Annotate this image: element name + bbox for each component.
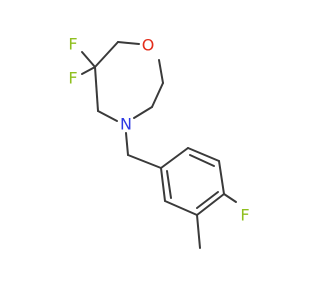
bond-ar-4-5 [196, 193, 225, 216]
bond-cf2-ch2o [94, 41, 119, 68]
bond-ar-2-3 [187, 147, 220, 162]
atom-nitrogen: N [120, 115, 132, 134]
atom-f-lower: F [68, 69, 77, 88]
bond-ch2-aryl [127, 154, 162, 169]
bond-ch2-n [133, 106, 153, 119]
bond-ar-methyl [196, 214, 201, 249]
bond-ar-inner-a [189, 154, 215, 167]
bond-c-f-lower [81, 66, 96, 75]
bond-ar-6-1 [160, 167, 166, 202]
bond-ar-inner-c [166, 170, 172, 199]
molecule-structure-diagram: F F O N F [68, 35, 250, 249]
bond-ch2-ch2 [151, 82, 164, 108]
atom-oxygen: O [142, 36, 155, 55]
benzene-ring-bonds [160, 147, 225, 216]
bond-n-ch2 [97, 110, 118, 122]
bond-ch2-o [117, 41, 140, 45]
bond-o-ch2 [158, 59, 164, 84]
bond-c-f-upper [81, 51, 96, 68]
bond-ar-1-2 [160, 147, 189, 169]
bond-ar-5-6 [164, 200, 198, 216]
bond-n-ch2-benzyl [125, 132, 129, 156]
bond-ar-3-4 [218, 160, 225, 195]
benzyl-linker-bonds [125, 132, 162, 169]
aryl-substituent-bonds [196, 193, 237, 249]
bond-ch2-cf2 [94, 66, 99, 112]
atom-f-aryl: F [240, 206, 249, 225]
bond-ar-inner-b [196, 191, 219, 209]
oxazepane-ring-bonds [94, 41, 164, 122]
atom-labels: F F O N F [68, 35, 249, 225]
atom-f-upper: F [68, 35, 77, 54]
bond-ar-f [223, 193, 237, 203]
gem-difluoro-bonds [81, 51, 96, 75]
